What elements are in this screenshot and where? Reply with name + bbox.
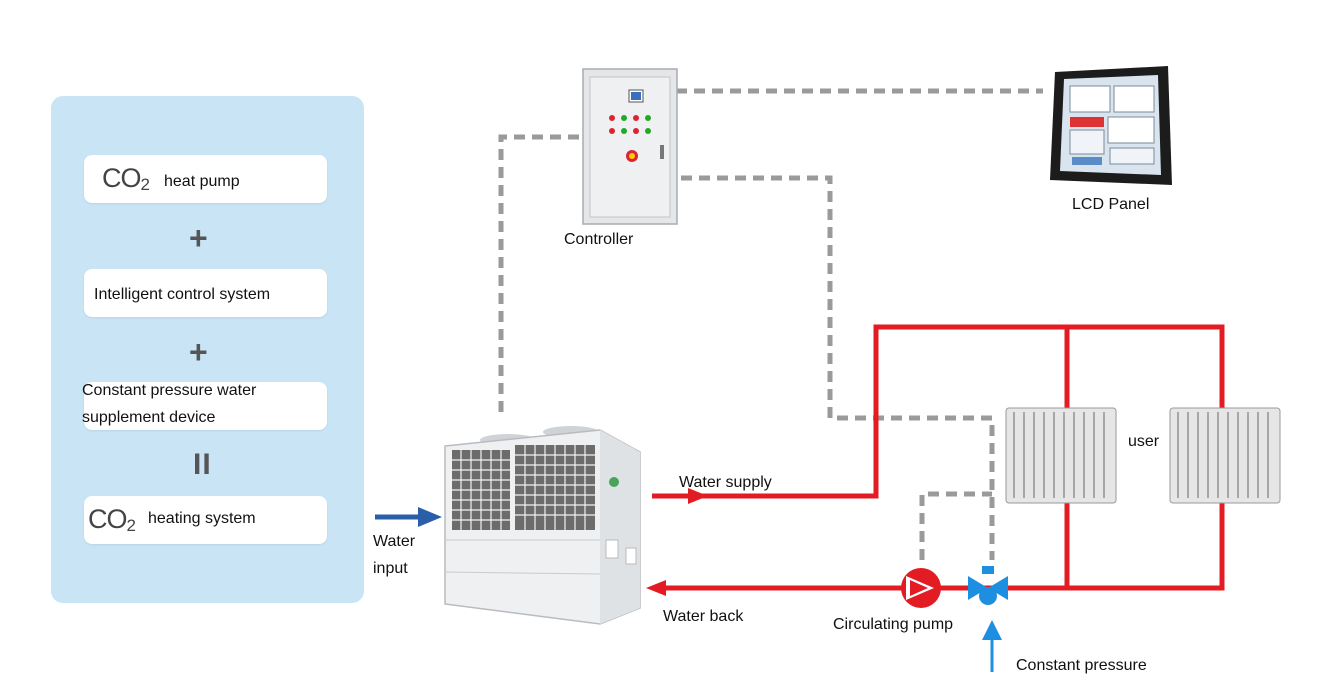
heat-pump-label: heat pump	[164, 173, 240, 190]
co2-heating-system-card: CO2 heating system	[84, 496, 327, 544]
supply-pipe	[652, 324, 1225, 591]
user-label: user	[1128, 433, 1160, 450]
controller-cabinet-icon	[582, 68, 678, 225]
signal-lines	[498, 88, 1043, 560]
signal-line-controller-pump	[681, 175, 995, 560]
system-composition-panel: CO2 heat pump + Intelligent control syst…	[51, 96, 364, 603]
co2-heat-pump-card: CO2 heat pump	[84, 155, 327, 203]
pressure-valve-icon	[968, 566, 1008, 605]
return-arrow-icon	[646, 580, 666, 596]
constant-pressure-label: Constant pressure	[1016, 657, 1147, 674]
equals-sign: II	[193, 448, 212, 481]
water-input-label-line2: input	[373, 560, 408, 577]
supplement-arrow-icon	[982, 620, 1002, 672]
water-input-arrow-icon	[375, 507, 442, 527]
plus-sign: +	[189, 334, 208, 370]
signal-line-circulating-pump	[919, 491, 992, 560]
co2-logo: CO2	[88, 504, 136, 535]
supply-arrow-icon	[688, 488, 708, 504]
pressure-supplement-card: Constant pressure water supplement devic…	[82, 382, 327, 430]
pressure-supplement-line2: supplement device	[82, 409, 216, 426]
water-pipes	[652, 324, 1225, 591]
radiator-icon	[1005, 407, 1117, 504]
heat-pump-unit-icon	[444, 426, 641, 625]
water-supply-label: Water supply	[679, 474, 772, 491]
circulating-pump-icon	[901, 568, 941, 608]
circulating-pump-label: Circulating pump	[833, 616, 954, 633]
lcd-panel-label: LCD Panel	[1072, 196, 1150, 213]
intelligent-control-card: Intelligent control system	[84, 269, 327, 317]
lcd-panel-icon	[1050, 66, 1172, 185]
plus-sign: +	[189, 220, 208, 256]
co2-logo: CO2	[102, 163, 150, 194]
intelligent-control-label: Intelligent control system	[94, 286, 271, 303]
heating-system-label: heating system	[148, 510, 256, 527]
water-input-label-line1: Water	[373, 533, 416, 550]
controller-label: Controller	[564, 231, 634, 248]
radiator-icon	[1169, 407, 1281, 504]
water-back-label: Water back	[663, 608, 744, 625]
signal-line-unit-controller	[498, 134, 582, 412]
pressure-supplement-line1: Constant pressure water	[82, 382, 257, 399]
